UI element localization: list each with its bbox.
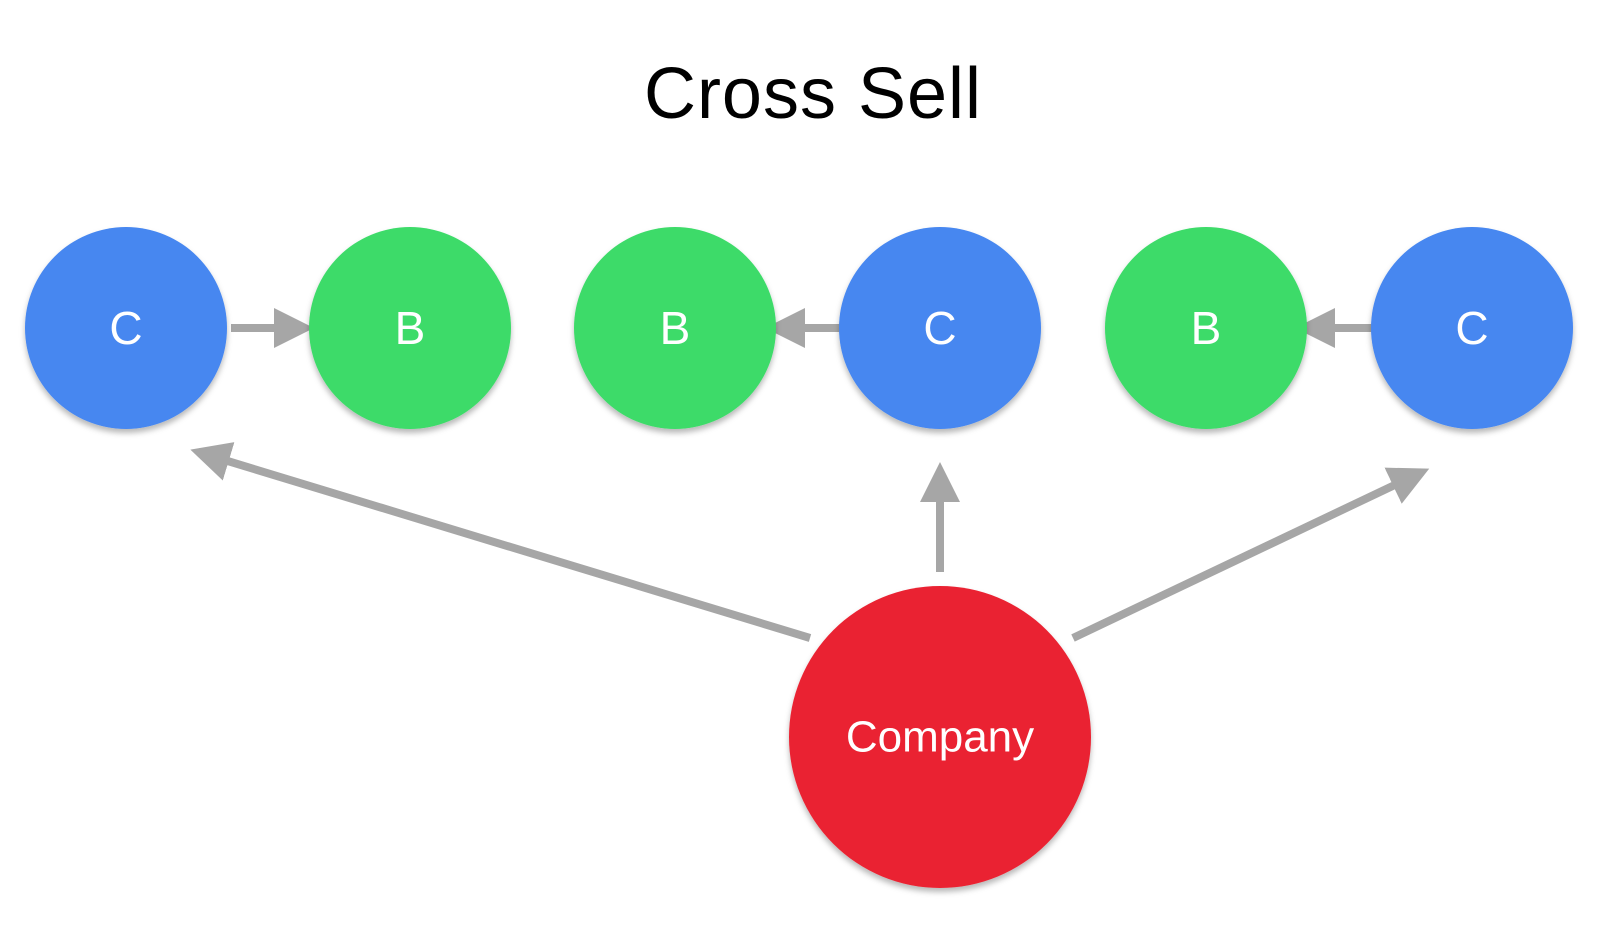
company-circle — [789, 586, 1091, 888]
node-label: B — [1191, 302, 1222, 354]
arrow-company-to-c3 — [1071, 467, 1430, 642]
node-company: Company — [789, 586, 1091, 888]
node-b1: B — [309, 227, 511, 429]
node-label: C — [923, 302, 956, 354]
node-b3: B — [1105, 227, 1307, 429]
node-label: Company — [846, 713, 1034, 762]
business-circle — [1105, 227, 1307, 429]
customer-circle — [1371, 227, 1573, 429]
edges-layer — [190, 308, 1430, 642]
node-label: C — [1455, 302, 1488, 354]
business-circle — [309, 227, 511, 429]
node-label: C — [109, 302, 142, 354]
node-label: B — [395, 302, 426, 354]
node-label: B — [660, 302, 691, 354]
customer-circle — [25, 227, 227, 429]
customer-circle — [839, 227, 1041, 429]
node-c1: C — [25, 227, 227, 429]
node-c2: C — [839, 227, 1041, 429]
node-c3: C — [1371, 227, 1573, 429]
node-b2: B — [574, 227, 776, 429]
arrow-company-to-c1 — [190, 442, 812, 642]
nodes-layer: C B B C B C Company — [25, 227, 1573, 888]
business-circle — [574, 227, 776, 429]
